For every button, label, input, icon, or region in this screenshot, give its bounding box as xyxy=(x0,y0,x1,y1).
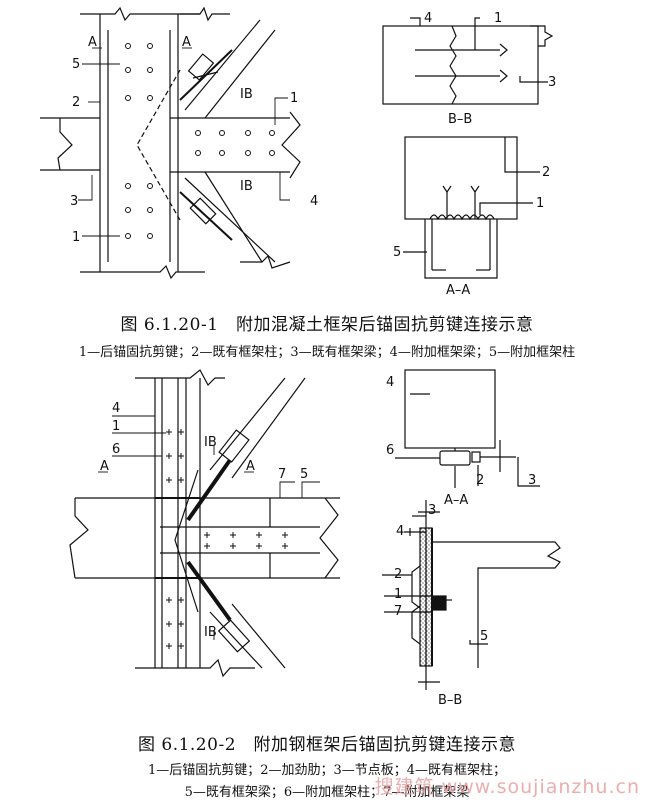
fig1-label-n5: 5 xyxy=(72,57,80,72)
fig1-aa-n1: 1 xyxy=(536,196,544,211)
fig1-anchor-dots xyxy=(125,43,275,239)
fig1-label-secB2: IB xyxy=(240,179,253,194)
fig1-label-secA2: A xyxy=(182,35,191,50)
fig2-anchor-crosses xyxy=(166,429,288,649)
fig2-bb-n7: 7 xyxy=(394,604,402,619)
fig2-label-secA1: A xyxy=(100,459,109,474)
fig1-aa-n5: 5 xyxy=(393,245,401,260)
fig2-label-n5: 5 xyxy=(300,467,308,482)
fig2-label-n6: 6 xyxy=(112,442,120,457)
fig2-label-n1: 1 xyxy=(112,419,120,434)
fig1-label-secA1: A xyxy=(88,35,97,50)
fig2-bb-n5: 5 xyxy=(480,629,488,644)
fig2-label-n7: 7 xyxy=(278,467,286,482)
fig1-label-secB1: IB xyxy=(240,87,253,102)
fig1-leaders xyxy=(78,47,290,237)
fig1-aa-title: A–A xyxy=(446,283,470,298)
fig2-bb-n3: 3 xyxy=(428,503,436,518)
figure2-title: 图 6.1.20-2 附加钢框架后锚固抗剪键连接示意 xyxy=(137,735,517,755)
fig2-elevation xyxy=(69,369,340,678)
fig2-aa-n4: 4 xyxy=(386,375,394,390)
fig2-section-bb xyxy=(382,500,561,690)
fig2-leaders xyxy=(98,415,320,640)
figure1-title: 图 6.1.20-1 附加混凝土框架后锚固抗剪键连接示意 xyxy=(120,315,534,335)
fig2-labels: 4 1 6 A IB A 7 5 IB 4 6 2 3 A–A 3 4 2 1 … xyxy=(100,375,536,708)
fig2-aa-n3: 3 xyxy=(528,473,536,488)
fig1-bb-n3: 3 xyxy=(548,75,556,90)
fig2-section-aa xyxy=(395,369,540,488)
watermark: 搜建筑 www.soujianzhu.cn xyxy=(374,776,640,798)
fig2-label-secA2: A xyxy=(246,459,255,474)
figure2-legend-line2: 5—既有框架梁；6—附加框架柱；7—附加框架梁 xyxy=(184,785,470,800)
fig2-aa-n6: 6 xyxy=(386,443,394,458)
fig1-bb-n1: 1 xyxy=(494,11,502,26)
fig2-bb-title: B–B xyxy=(438,693,462,708)
fig1-aa-n2: 2 xyxy=(542,165,550,180)
fig2-bb-n2: 2 xyxy=(394,567,402,582)
fig2-label-secB2: IB xyxy=(204,625,217,640)
fig1-label-n4: 4 xyxy=(310,194,318,209)
fig1-section-aa xyxy=(403,136,540,279)
fig1-labels: A A 5 2 3 1 IB IB 1 4 4 1 3 B–B 2 1 5 A–… xyxy=(70,11,556,298)
figure1-legend: 1—后锚固抗剪键；2—既有框架柱；3—既有框架梁；4—附加框架梁；5—附加框架柱 xyxy=(78,345,576,360)
fig2-label-secB1: IB xyxy=(204,435,217,450)
fig1-bb-title: B–B xyxy=(448,112,472,127)
fig2-bb-n1: 1 xyxy=(394,587,402,602)
fig2-label-n4: 4 xyxy=(112,401,120,416)
fig2-bb-n4: 4 xyxy=(396,524,404,539)
fig1-label-n1b: 1 xyxy=(72,230,80,245)
figure2-legend-line1: 1—后锚固抗剪键；2—加劲肋；3—节点板；4—既有框架柱； xyxy=(147,763,507,778)
fig1-label-n1a: 1 xyxy=(290,91,298,106)
fig1-bb-n4: 4 xyxy=(424,11,432,26)
fig1-label-n3: 3 xyxy=(70,194,78,209)
fig2-aa-title: A–A xyxy=(444,493,468,508)
fig1-label-n2: 2 xyxy=(72,95,80,110)
fig1-elevation xyxy=(40,6,301,280)
fig1-section-bb xyxy=(382,17,554,105)
fig2-aa-n2: 2 xyxy=(476,473,484,488)
